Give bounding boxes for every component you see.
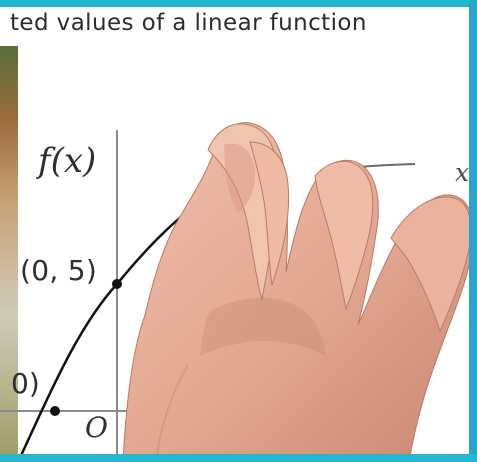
middle-finger — [314, 160, 374, 311]
function-curve — [16, 193, 211, 462]
ring-finger — [390, 196, 472, 333]
wrist-crease — [155, 364, 189, 462]
fingernail-highlight — [224, 143, 256, 213]
page-title: ted values of a linear function — [10, 10, 367, 36]
point-marker-x-intercept — [50, 406, 60, 416]
right-accent-strip — [469, 0, 477, 462]
bottom-accent-strip — [0, 454, 477, 462]
origin-label: O — [85, 411, 108, 444]
thumb-tip — [249, 141, 290, 286]
y-axis-label: f(x) — [38, 141, 97, 181]
top-accent-strip — [0, 0, 477, 7]
hand-palm — [122, 122, 475, 462]
point-label: (0, 5) — [20, 254, 98, 287]
x-axis-label: x — [455, 158, 470, 187]
left-edge-photo-strip — [0, 46, 18, 454]
point-marker-0-5 — [112, 279, 122, 289]
hand-shadow-fold — [200, 297, 326, 356]
left-point-label: 0) — [11, 367, 40, 400]
